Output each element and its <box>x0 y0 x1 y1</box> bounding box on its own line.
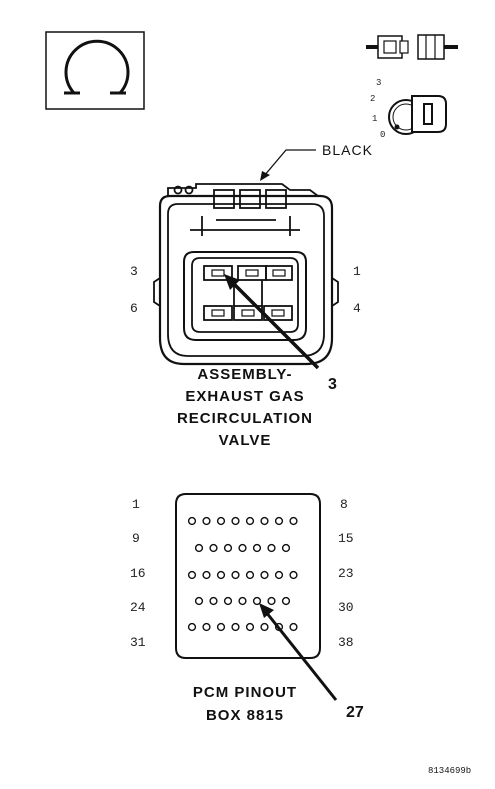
key-position-0: 0 <box>380 130 386 140</box>
color-leader-line <box>260 149 316 181</box>
connector-pin-label-top-right: 1 <box>353 264 361 279</box>
pcm-pin-hole <box>202 516 211 526</box>
pcm-row-label-left: 9 <box>132 531 140 546</box>
pcm-pin-hole <box>245 622 255 632</box>
pcm-pin-hole <box>194 596 204 606</box>
pcm-row-label-left: 24 <box>130 600 146 615</box>
key-position-1: 1 <box>372 114 378 124</box>
pcm-pin-hole <box>187 516 197 526</box>
pcm-row-label-left: 1 <box>132 497 140 512</box>
pcm-pin-hole <box>281 543 291 553</box>
pcm-pin-hole <box>187 622 197 632</box>
figure-code: 8134699b <box>428 766 472 776</box>
pcm-pin-hole <box>231 570 240 580</box>
pcm-row-label-right: 23 <box>338 566 354 581</box>
pcm-pin-hole <box>238 596 247 606</box>
pcm-row-label-right: 30 <box>338 600 354 615</box>
pcm-pin-hole <box>187 570 197 580</box>
key-position-2: 2 <box>370 94 376 104</box>
pcm-row-label-right: 15 <box>338 531 354 546</box>
ohmmeter-icon <box>45 31 145 110</box>
pcm-pin-hole <box>202 622 211 632</box>
connector-pin-label-top-left: 3 <box>130 264 138 279</box>
pcm-pin-hole <box>216 570 226 580</box>
pcm-pin-hole <box>245 570 255 580</box>
pcm-pin-hole <box>231 516 240 526</box>
pcm-pin-hole <box>238 543 247 553</box>
connector-probe-arrow <box>224 274 320 370</box>
pcm-pin-hole <box>260 570 269 580</box>
pcm-pin-hole <box>194 543 204 553</box>
connector-name-line-1: ASSEMBLY- <box>197 366 293 383</box>
disconnected-connector-icon <box>366 34 458 60</box>
pcm-pin-hole <box>289 516 298 526</box>
connector-name-line-4: VALVE <box>218 432 272 449</box>
pcm-pin-hole <box>216 622 226 632</box>
ignition-key-icon <box>388 95 447 135</box>
pcm-row-label-right: 38 <box>338 635 354 650</box>
pcm-probe-pin: 27 <box>346 704 364 721</box>
pcm-pin-hole <box>223 596 233 606</box>
pcm-row-label-left: 31 <box>130 635 146 650</box>
connector-pin-label-bottom-left: 6 <box>130 301 138 316</box>
connector-probe-pin: 3 <box>328 376 337 393</box>
pcm-pin-hole <box>216 516 226 526</box>
pcm-pin-hole <box>202 570 211 580</box>
pcm-pin-hole <box>245 516 255 526</box>
connector-pin-label-bottom-right: 4 <box>353 301 361 316</box>
egr-connector-drawing <box>153 183 339 366</box>
pcm-row-label-left: 16 <box>130 566 146 581</box>
key-position-3: 3 <box>376 78 382 88</box>
pcm-pin-hole <box>252 596 262 606</box>
pcm-pin-hole <box>223 543 233 553</box>
pcm-row-label-right: 8 <box>340 497 348 512</box>
pcm-pin-hole <box>267 596 276 606</box>
pcm-name-line-1: PCM PINOUT <box>192 684 298 701</box>
pcm-pin-hole <box>231 622 240 632</box>
pcm-pin-hole <box>274 516 284 526</box>
pcm-pin-hole <box>274 570 284 580</box>
connector-color-label: BLACK <box>322 142 373 158</box>
pcm-pin-hole <box>289 570 298 580</box>
pcm-probe-arrow <box>259 603 338 701</box>
pcm-pin-hole <box>260 516 269 526</box>
pcm-pin-hole <box>281 596 291 606</box>
pcm-pin-hole <box>209 543 218 553</box>
pcm-pin-hole <box>252 543 262 553</box>
connector-name-line-3: RECIRCULATION <box>176 410 314 427</box>
pcm-pin-hole <box>267 543 276 553</box>
connector-name-line-2: EXHAUST GAS <box>185 388 305 405</box>
pcm-pinout-box <box>175 493 321 659</box>
pcm-pin-hole <box>289 622 298 632</box>
pcm-pin-hole <box>260 622 269 632</box>
pcm-pin-hole <box>209 596 218 606</box>
pcm-name-line-2: BOX 8815 <box>205 707 285 724</box>
